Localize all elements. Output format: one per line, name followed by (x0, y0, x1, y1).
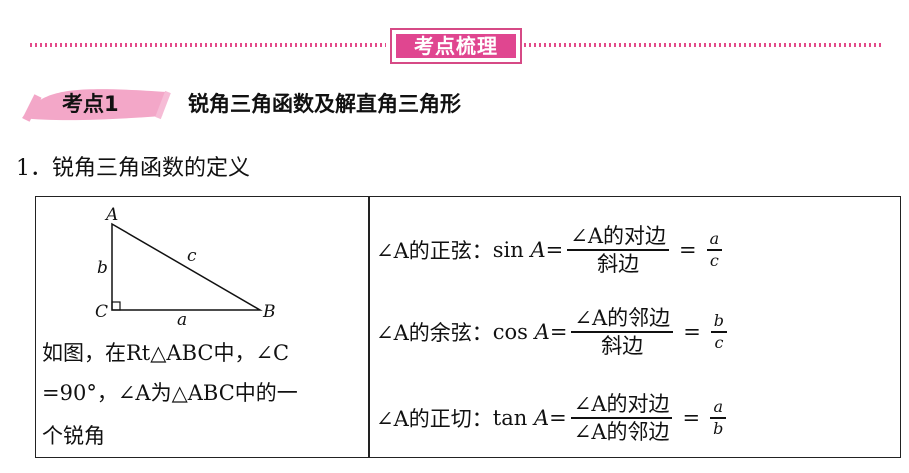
vertex-a-label: A (106, 205, 119, 225)
side-b-label: b (97, 258, 108, 278)
definition-table (35, 196, 901, 458)
banner-title: 考点梳理 (396, 34, 516, 58)
banner-dotted-line-left (30, 43, 386, 47)
vertex-b-label: B (263, 302, 276, 322)
fraction-denominator: ∠A的邻边 (573, 419, 670, 444)
side-c-label: c (187, 246, 197, 266)
formula-func: cos (492, 320, 528, 344)
fraction-numerator: a (709, 229, 720, 249)
formula-func: sin (492, 238, 524, 262)
fraction-numerator: ∠A的对边 (573, 392, 670, 417)
formula-equals: = (549, 406, 567, 430)
fraction-letters: a c (706, 229, 723, 271)
fraction-numerator: ∠A的对边 (570, 224, 667, 249)
banner: 考点梳理 (390, 28, 522, 64)
table-divider (368, 196, 370, 458)
formula-equals: = (682, 406, 701, 430)
fraction-denominator: 斜边 (601, 333, 644, 358)
formula-prefix: ∠A的余弦： (376, 321, 493, 345)
formula-equals: = (549, 320, 568, 344)
subheading: 1．锐角三角函数的定义 (16, 156, 250, 181)
pink-brush-highlight (22, 89, 171, 122)
vertex-c-label: C (95, 302, 109, 322)
formula-equals: = (679, 238, 697, 262)
formula-tangent: ∠A的正切： tan A = ∠A的对边 ∠A的邻边 = a b (376, 390, 730, 446)
formula-equals: = (545, 238, 564, 262)
formula-var: A (533, 406, 550, 430)
formula-prefix: ∠A的正弦： (376, 239, 493, 263)
formula-prefix: ∠A的正切： (376, 407, 493, 431)
formula-func: tan (492, 406, 528, 430)
fraction-denominator: c (714, 332, 724, 352)
fraction-words: ∠A的对边 斜边 (567, 223, 670, 277)
formula-sine: ∠A的正弦： sin A = ∠A的对边 斜边 = a c (376, 222, 726, 278)
fraction-bar (710, 331, 728, 333)
fraction-letters: a b (710, 397, 727, 439)
fraction-denominator: c (709, 250, 719, 270)
description-line-3: 个锐角 (42, 424, 105, 448)
fraction-bar (571, 331, 674, 333)
formula-var: A (534, 320, 550, 344)
fraction-bar (567, 249, 670, 251)
description-line-2: =90°，∠A为△ABC中的一 (42, 381, 298, 405)
fraction-numerator: ∠A的邻边 (574, 306, 671, 331)
banner-dotted-line-right (524, 43, 884, 47)
fraction-words: ∠A的对边 ∠A的邻边 (570, 391, 673, 445)
fraction-numerator: b (713, 311, 725, 331)
fraction-bar (710, 417, 727, 419)
section-label: 考点1 (62, 92, 119, 116)
fraction-words: ∠A的邻边 斜边 (571, 305, 674, 359)
fraction-letters: b c (710, 311, 728, 353)
formula-equals: = (683, 320, 701, 344)
fraction-bar (706, 249, 723, 251)
formula-cosine: ∠A的余弦： cos A = ∠A的邻边 斜边 = b c (376, 304, 731, 360)
fraction-bar (570, 417, 673, 419)
side-a-label: a (177, 310, 188, 330)
fraction-denominator: 斜边 (597, 251, 640, 276)
fraction-numerator: a (713, 397, 723, 417)
right-triangle-figure (111, 222, 263, 311)
section-title: 锐角三角函数及解直角三角形 (188, 92, 461, 116)
formula-var: A (530, 238, 546, 262)
fraction-denominator: b (713, 418, 724, 438)
description-line-1: 如图，在Rt△ABC中，∠C (42, 341, 290, 365)
